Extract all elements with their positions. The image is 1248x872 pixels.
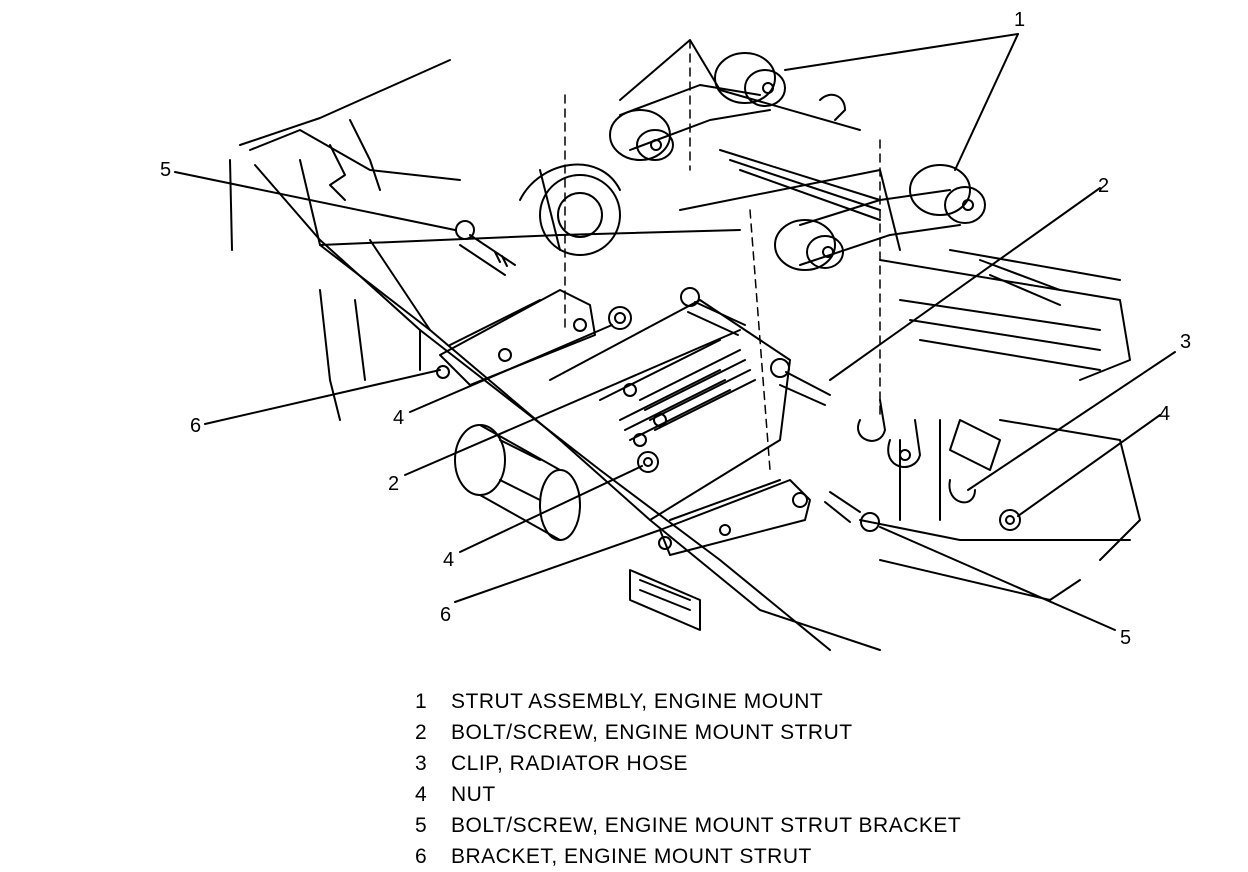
bolt-right xyxy=(770,358,831,406)
legend-item: 4 NUT xyxy=(415,779,1115,810)
leader-lines xyxy=(174,33,1176,631)
legend-label: NUT xyxy=(451,782,496,806)
callout-4-right: 4 xyxy=(1159,403,1171,425)
strut-assembly-left xyxy=(609,52,786,161)
legend-number: 5 xyxy=(415,813,428,837)
legend-item: 5 BOLT/SCREW, ENGINE MOUNT STRUT BRACKET xyxy=(415,810,1115,841)
engine-block-center xyxy=(549,299,791,521)
legend-label: BOLT/SCREW, ENGINE MOUNT STRUT BRACKET xyxy=(451,813,962,837)
parts-legend: 1 STRUT ASSEMBLY, ENGINE MOUNT 2 BOLT/SC… xyxy=(415,686,1115,872)
callout-1: 1 xyxy=(1014,9,1026,31)
legend-label: STRUT ASSEMBLY, ENGINE MOUNT xyxy=(451,689,824,713)
bolt-center xyxy=(680,287,746,336)
legend-item: 6 BRACKET, ENGINE MOUNT STRUT xyxy=(415,841,1115,872)
legend-item: 3 CLIP, RADIATOR HOSE xyxy=(415,748,1115,779)
bolt-upper-left xyxy=(455,220,516,276)
bracket-lower xyxy=(658,479,811,556)
engine-mount-exploded-diagram: 1 2 2 3 4 4 4 5 5 6 6 xyxy=(160,9,1192,651)
callout-4-upper: 4 xyxy=(393,407,405,429)
nut-upper xyxy=(608,306,632,330)
legend-label: CLIP, RADIATOR HOSE xyxy=(451,751,689,775)
legend-number: 6 xyxy=(415,844,428,868)
legend-number: 3 xyxy=(415,751,428,775)
callout-6-lower: 6 xyxy=(440,604,452,626)
callout-5-right: 5 xyxy=(1120,627,1132,649)
callout-3: 3 xyxy=(1180,331,1192,353)
callout-4-lower: 4 xyxy=(443,549,455,571)
legend-number: 4 xyxy=(415,782,428,806)
legend-number: 2 xyxy=(415,720,428,744)
legend-item: 2 BOLT/SCREW, ENGINE MOUNT STRUT xyxy=(415,717,1115,748)
nut-right xyxy=(999,509,1021,531)
callout-2-left: 2 xyxy=(388,473,400,495)
lower-cylinder xyxy=(454,424,701,631)
nut-lower xyxy=(637,451,659,473)
radiator-hose-clip xyxy=(857,399,976,504)
legend-number: 1 xyxy=(415,689,428,713)
bracket-upper-left xyxy=(436,289,596,386)
legend-label: BRACKET, ENGINE MOUNT STRUT xyxy=(451,844,812,868)
callout-2-right: 2 xyxy=(1098,175,1110,197)
legend-item: 1 STRUT ASSEMBLY, ENGINE MOUNT xyxy=(415,686,1115,717)
callout-5-left: 5 xyxy=(160,159,172,181)
legend-label: BOLT/SCREW, ENGINE MOUNT STRUT xyxy=(451,720,853,744)
callout-6-left: 6 xyxy=(190,415,202,437)
bolt-lower xyxy=(824,491,880,532)
alignment-guides xyxy=(564,39,881,471)
engine-upper xyxy=(519,39,1141,601)
